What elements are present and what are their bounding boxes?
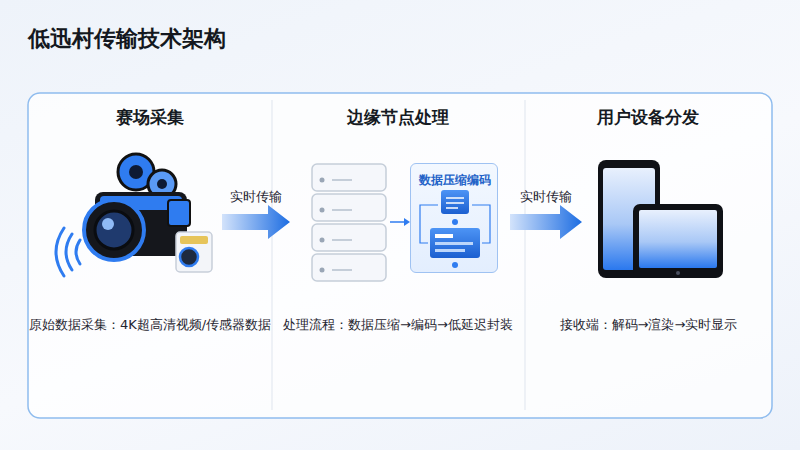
feed-arrowhead: [404, 218, 410, 226]
flow-arrow: [222, 205, 290, 239]
connector-layer: [222, 205, 582, 239]
section-heading: 赛场采集: [70, 104, 230, 130]
section-description: 原始数据采集：4K超高清视频/传感器数据: [28, 315, 272, 335]
camera-illustration: [56, 154, 212, 276]
server-illustration: [312, 164, 410, 281]
phone-screen: [603, 168, 655, 270]
column-divider: [272, 100, 273, 410]
camera-reel-hub: [157, 179, 167, 189]
server-unit: [312, 194, 386, 221]
tablet-body: [633, 204, 723, 278]
camera-top-panel: [100, 196, 182, 210]
phone-body: [598, 160, 660, 278]
devices-illustration: [598, 160, 723, 278]
card-line: [435, 234, 453, 238]
feed-line: [390, 221, 404, 223]
flow-dot: [452, 219, 458, 225]
document-icon: [441, 190, 469, 214]
flow-arrow: [510, 205, 582, 239]
codec-icons: [420, 190, 490, 268]
server-unit: [312, 254, 386, 281]
document-line: [446, 197, 464, 199]
process-box: 数据压缩编码: [410, 163, 498, 273]
server-unit: [312, 224, 386, 251]
diagram-title: 低迅村传输技术架构: [28, 24, 226, 54]
server-slot: [332, 179, 352, 181]
section-column: 边缘节点处理处理流程：数据压缩→编码→低延迟封装数据压缩编码: [290, 100, 510, 340]
edge-label: 实时传输: [230, 188, 282, 206]
card-icon: [430, 228, 480, 258]
mini-camera-lens: [180, 248, 198, 266]
document-line: [446, 207, 458, 209]
camera-reel: [118, 154, 154, 190]
outer-frame: [28, 93, 772, 418]
section-heading: 边缘节点处理: [318, 104, 478, 130]
section-column: 用户设备分发接收端：解码→渲染→实时显示: [582, 100, 762, 340]
tablet-button: [676, 271, 680, 275]
server-led: [320, 208, 325, 213]
flow-dot: [452, 262, 458, 268]
camera-lens: [84, 200, 144, 260]
tablet-screen: [639, 210, 717, 268]
server-led: [320, 178, 325, 183]
section-column: 赛场采集原始数据采集：4K超高清视频/传感器数据: [40, 100, 222, 340]
server-unit: [312, 164, 386, 191]
card-line: [435, 249, 465, 252]
camera-viewfinder: [168, 200, 190, 226]
signal-arc: [66, 234, 72, 270]
section-description: 处理流程：数据压缩→编码→低延迟封装: [272, 315, 524, 335]
loop-line: [420, 205, 438, 243]
camera-lens-glass: [95, 211, 133, 249]
server-slot: [332, 209, 352, 211]
server-led: [320, 238, 325, 243]
module-label: 数据压缩编码: [411, 171, 499, 189]
server-led: [320, 268, 325, 273]
camera-reel-hub: [129, 165, 143, 179]
card-line: [435, 242, 473, 245]
signal-arc: [76, 240, 80, 264]
mini-camera-top: [180, 236, 208, 244]
camera-reel: [148, 170, 176, 198]
signal-arc: [56, 228, 64, 276]
column-divider: [525, 100, 526, 410]
document-line: [446, 202, 464, 204]
server-slot: [332, 239, 352, 241]
server-slot: [332, 269, 352, 271]
edge-label: 实时传输: [520, 188, 572, 206]
loop-line: [472, 205, 490, 243]
mini-camera: [176, 232, 212, 272]
section-heading: 用户设备分发: [568, 104, 728, 130]
camera-body: [95, 192, 187, 256]
lens-highlight: [102, 218, 114, 230]
section-description: 接收端：解码→渲染→实时显示: [525, 315, 772, 335]
